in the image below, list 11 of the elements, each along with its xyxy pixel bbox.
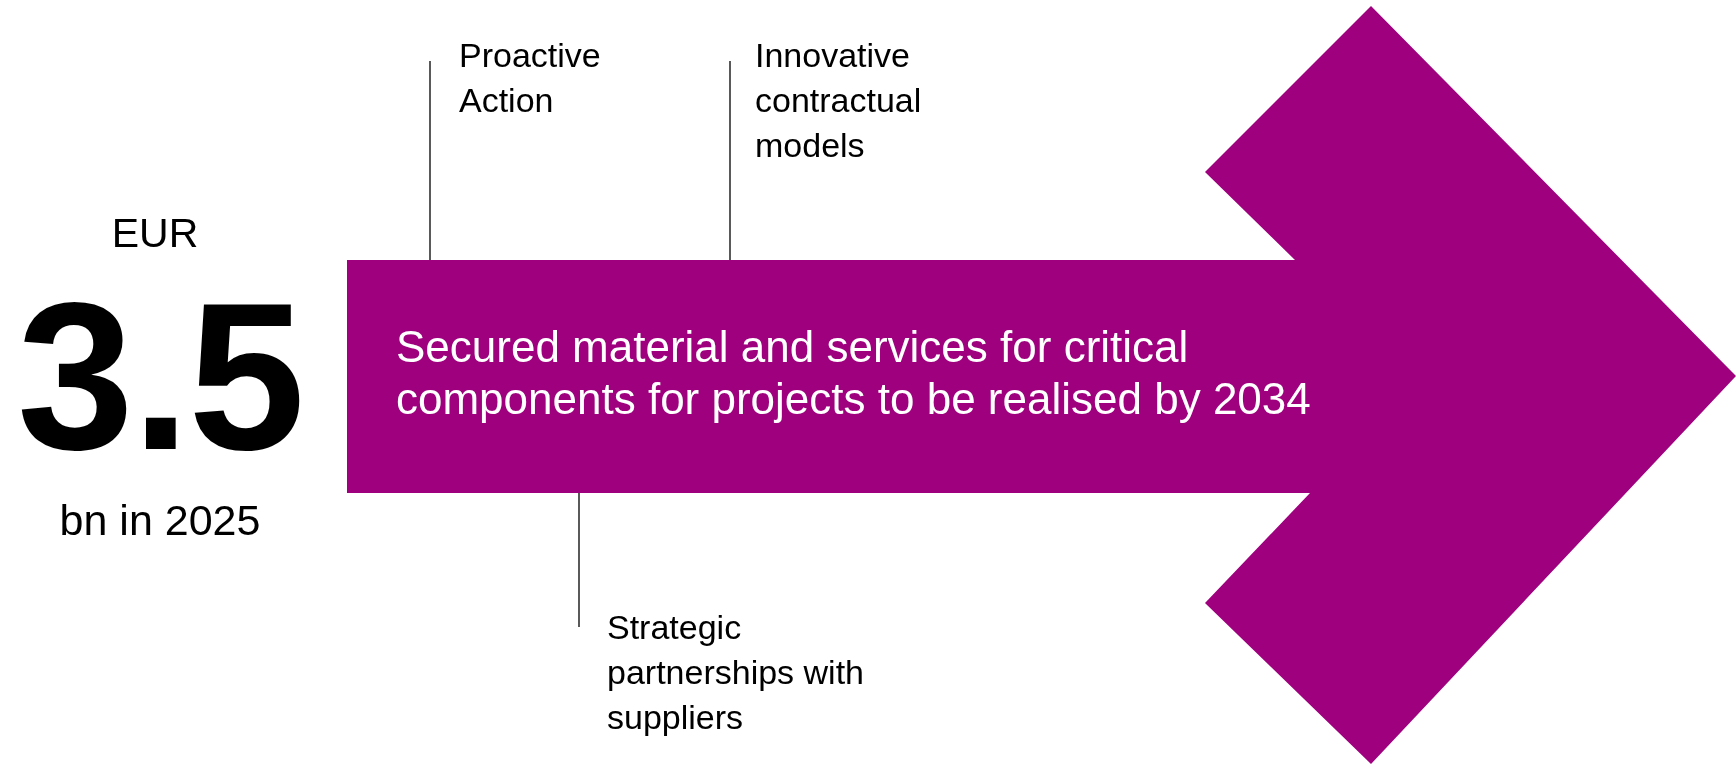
label-text: Proactive Action — [459, 35, 602, 121]
leader-line — [578, 492, 580, 628]
arrow-shape — [347, 6, 1736, 764]
value-caption: bn in 2025 — [58, 495, 262, 545]
leader-line — [429, 60, 431, 261]
label-text: Innovative contractual models — [755, 35, 923, 166]
arrow-text: Secured material and services for critical components for projects to be realised by 2034 — [396, 321, 1312, 425]
label-text: Strategic partnerships with suppliers — [607, 607, 865, 738]
headline-value: 3.5 — [16, 272, 304, 482]
currency-unit: EUR — [110, 209, 200, 258]
leader-line — [729, 60, 731, 261]
